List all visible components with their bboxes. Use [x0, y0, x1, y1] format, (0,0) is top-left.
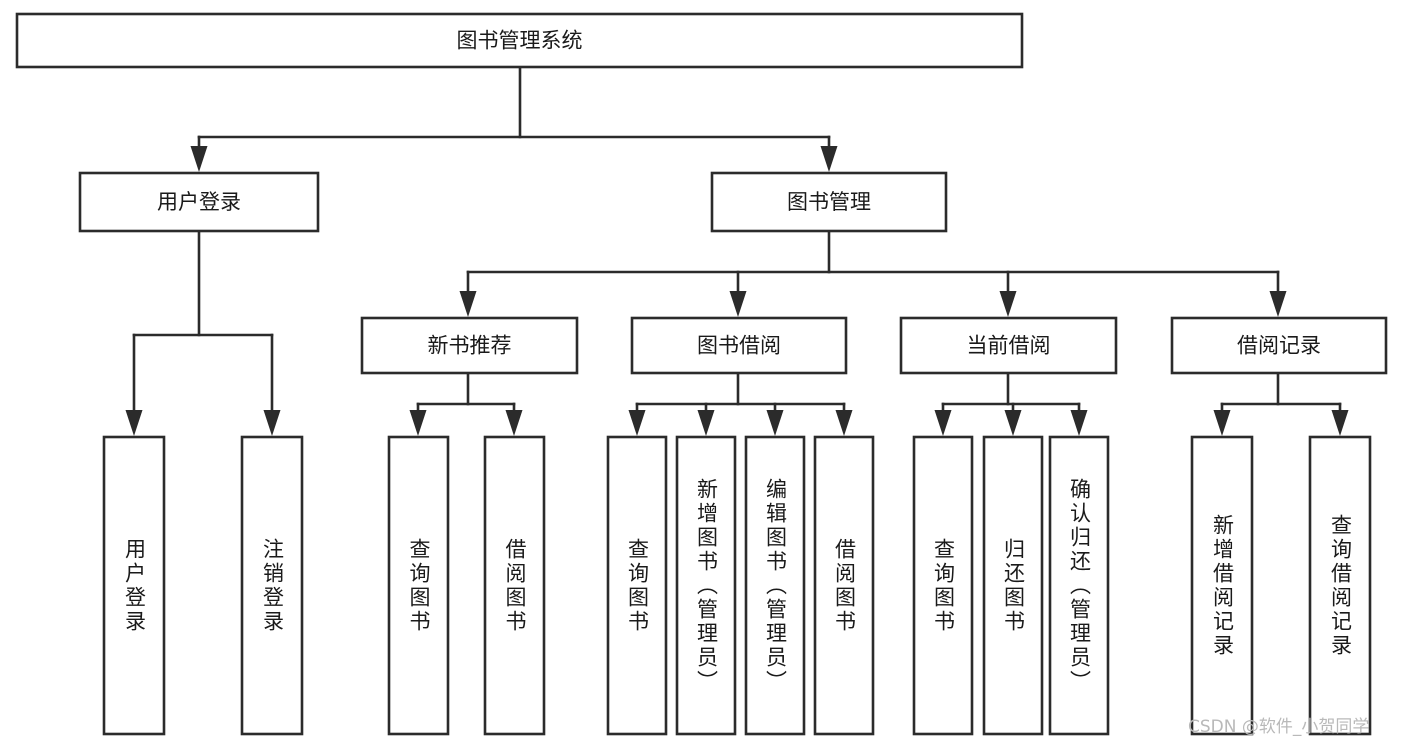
node-level2-user-login[interactable]	[78, 171, 320, 233]
arrow-head-icon	[729, 291, 747, 317]
node-leaf-leaf-query-borrow-record[interactable]	[1308, 435, 1372, 736]
node-leaf-leaf-add-borrow-record[interactable]	[1190, 435, 1254, 736]
node-leaf-leaf-confirm-return[interactable]	[1048, 435, 1110, 736]
arrow-head-icon	[999, 291, 1017, 317]
node-label-borrow-records: 借阅记录	[1237, 334, 1321, 358]
arrow-head-icon	[628, 410, 646, 436]
node-label-user-login: 用户登录	[157, 190, 241, 214]
node-leaf-leaf-query-book-borrow[interactable]	[606, 435, 668, 736]
node-label-book-management: 图书管理	[787, 190, 871, 214]
node-leaf-leaf-query-book-recommend[interactable]	[387, 435, 450, 736]
node-level3-borrow-records[interactable]	[1170, 316, 1388, 375]
node-label-current-borrow: 当前借阅	[967, 334, 1051, 358]
node-leaf-leaf-add-book[interactable]	[675, 435, 737, 736]
node-level3-book-borrow[interactable]	[630, 316, 848, 375]
node-leaf-leaf-borrow-book[interactable]	[813, 435, 875, 736]
arrow-head-icon	[190, 146, 208, 172]
connector-layer	[125, 65, 1349, 436]
arrow-head-icon	[263, 410, 281, 436]
node-leaf-leaf-return-book[interactable]	[982, 435, 1044, 736]
node-root-root[interactable]	[15, 12, 1024, 69]
arrow-head-icon	[409, 410, 427, 436]
arrow-head-icon	[1269, 291, 1287, 317]
watermark-text: CSDN @软件_小贺同学	[1188, 717, 1370, 737]
arrow-head-icon	[1331, 410, 1349, 436]
node-leaf-leaf-user-login[interactable]	[102, 435, 166, 736]
arrow-head-icon	[697, 410, 715, 436]
node-leaf-leaf-borrow-book-recommend[interactable]	[483, 435, 546, 736]
arrow-head-icon	[505, 410, 523, 436]
node-label-book-borrow: 图书借阅	[697, 334, 781, 358]
node-leaf-leaf-edit-book[interactable]	[744, 435, 806, 736]
arrow-head-icon	[835, 410, 853, 436]
arrow-head-icon	[934, 410, 952, 436]
arrow-head-icon	[1213, 410, 1231, 436]
node-label-root: 图书管理系统	[457, 29, 583, 53]
node-level3-current-borrow[interactable]	[899, 316, 1118, 375]
arrow-head-icon	[459, 291, 477, 317]
node-level3-new-book-recommend[interactable]	[360, 316, 579, 375]
arrow-head-icon	[1004, 410, 1022, 436]
node-leaf-leaf-logout[interactable]	[240, 435, 304, 736]
node-leaf-leaf-query-book-current[interactable]	[912, 435, 974, 736]
arrow-head-icon	[125, 410, 143, 436]
arrow-head-icon	[820, 146, 838, 172]
arrow-head-icon	[766, 410, 784, 436]
node-box-layer	[15, 12, 1388, 736]
node-label-new-book-recommend: 新书推荐	[428, 334, 512, 358]
node-level2-book-management[interactable]	[710, 171, 948, 233]
arrow-head-icon	[1070, 410, 1088, 436]
